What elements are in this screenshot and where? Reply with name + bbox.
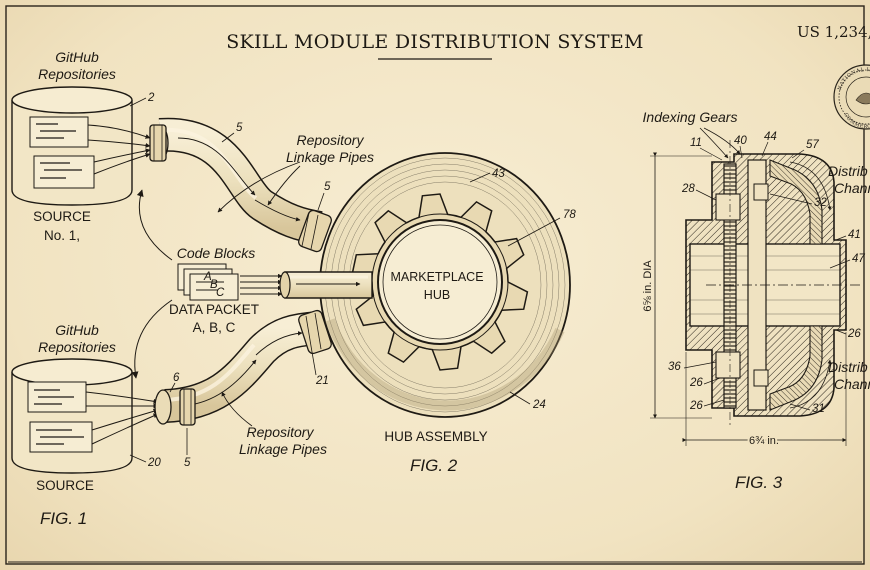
pipe-bottom-ref-b: 5 [184, 457, 191, 469]
dimension-width-label: 6¾ in. [749, 435, 779, 447]
arc-to-source2 [131, 299, 173, 379]
data-packet-stack: A B C [177, 263, 239, 301]
source1-ref: 2 [147, 92, 155, 104]
packet-flow-arrows [240, 273, 283, 297]
pipe-bottom-ref-c: 21 [315, 375, 329, 387]
source2-cylinder [11, 358, 133, 474]
fig3-ref-41: 41 [848, 229, 861, 241]
hub-ref-housing: 43 [492, 168, 505, 180]
source2-heading-line2: Repositories [38, 339, 116, 355]
source1-code-block-b [33, 155, 95, 189]
code-blocks-label: Code Blocks [177, 245, 256, 261]
packet-letter-a: A [203, 271, 212, 283]
pipe-bottom [154, 309, 332, 426]
fig3-ref-26b: 26 [689, 377, 703, 389]
dimension-width [682, 332, 847, 446]
fig3-ref-28: 28 [681, 183, 695, 195]
source1-label-line2: No. 1, [44, 228, 80, 243]
hub-ref-gear: 78 [563, 209, 576, 221]
sheet-border [5, 5, 865, 565]
fig3-ref-57: 57 [806, 139, 819, 151]
fig1-caption: FIG. 1 [40, 509, 87, 528]
marketplace-hub-core [377, 219, 503, 345]
pipe-top-ref-a: 5 [236, 122, 243, 134]
hub-ref-base: 24 [532, 399, 546, 411]
fig3-reference-numerals: 11 40 44 57 28 32 41 47 26 36 26 26 31 [668, 131, 865, 415]
fig2-caption: FIG. 2 [410, 456, 458, 475]
arc-to-source1 [136, 189, 173, 261]
source1-heading-line2: Repositories [38, 66, 116, 82]
source2-code-block-b [29, 421, 93, 453]
source1-label-line1: SOURCE [33, 209, 91, 224]
fig3-caption: FIG. 3 [735, 473, 783, 492]
distrib-label-bottom-line1: Distrib [828, 359, 868, 375]
source1-cylinder [11, 86, 133, 206]
official-seal: NATIONAL INSTITUTE COMMERCE [833, 64, 870, 130]
pipe-bottom-ref-a: 6 [173, 372, 180, 384]
packet-letter-c: C [216, 287, 225, 299]
pipe-label-top-line2: Linkage Pipes [286, 149, 374, 165]
data-packet-label-line1: DATA PACKET [169, 302, 259, 317]
distrib-label-top-line2: Chann [834, 180, 870, 196]
packet-letter-b: B [210, 279, 218, 291]
pipe-label-bottom-line2: Linkage Pipes [239, 441, 327, 457]
source1-code-block-a [29, 116, 89, 148]
indexing-gears-label: Indexing Gears [643, 109, 738, 125]
source2-ref: 20 [147, 457, 161, 469]
pipe-top [149, 117, 333, 253]
fig3-ref-47: 47 [852, 253, 865, 265]
fig3-ref-26c: 26 [689, 400, 703, 412]
source2-flow-arrows [85, 391, 159, 445]
hub-label-line1: MARKETPLACE [390, 270, 483, 284]
distrib-label-top-line1: Distrib [828, 163, 868, 179]
fig3-ref-11: 11 [690, 137, 702, 149]
patent-number: US 1,234, [797, 23, 870, 41]
hub-inlet-pipe [279, 271, 373, 299]
diagram-title: SKILL MODULE DISTRIBUTION SYSTEM [226, 31, 644, 53]
source1-heading-line1: GitHub [55, 49, 99, 65]
hub-assembly-label: HUB ASSEMBLY [384, 429, 487, 444]
pipe-label-bottom-line1: Repository [247, 424, 315, 440]
data-packet-label-line2: A, B, C [193, 320, 236, 335]
source2-label: SOURCE [36, 478, 94, 493]
source2-code-block-a [27, 381, 87, 413]
hub-label-line2: HUB [424, 288, 450, 302]
distrib-label-bottom-line2: Chann [834, 376, 870, 392]
fig3-ref-44: 44 [764, 131, 777, 143]
fig3-ref-36: 36 [668, 361, 681, 373]
source2-heading-line1: GitHub [55, 322, 99, 338]
dimension-dia [650, 152, 712, 419]
pipe-label-top-line1: Repository [297, 132, 365, 148]
coupling-cross-section [685, 140, 862, 428]
dimension-dia-label: 6⅝ in. DIA [642, 260, 654, 312]
pipe-top-ref-b: 5 [324, 181, 331, 193]
fig3-ref-26a: 26 [847, 328, 861, 340]
source1-flow-arrows [87, 124, 151, 175]
fig3-ref-40: 40 [734, 135, 747, 147]
fig3-ref-31: 31 [812, 403, 825, 415]
fig3-ref-32: 32 [814, 197, 827, 209]
